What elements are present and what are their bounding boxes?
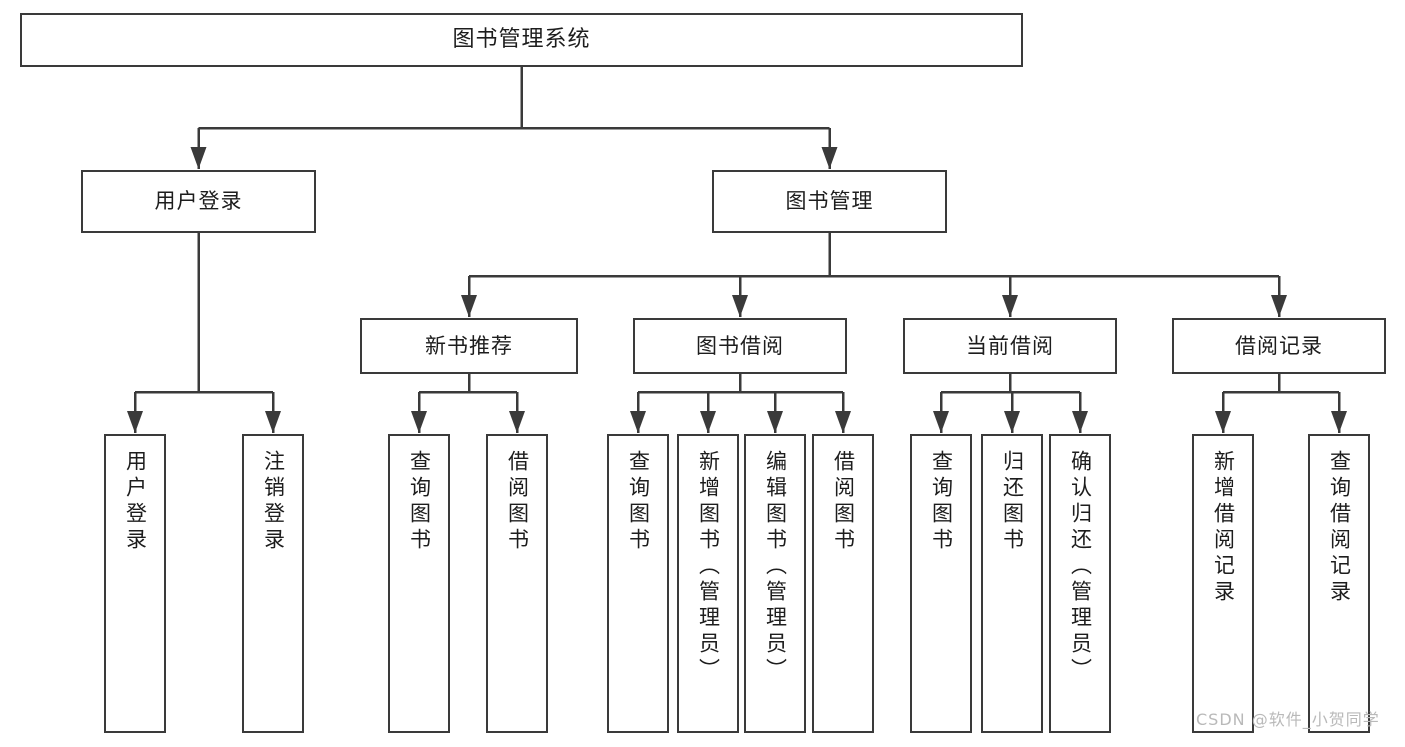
node-root[interactable]: 图书管理系统 [20,13,1023,67]
node-l3[interactable]: 查询图书 [388,434,450,733]
node-label: 图书管理 [785,189,874,214]
node-l7[interactable]: 编辑图书（管理员） [744,434,806,733]
node-label: 借阅记录 [1235,333,1323,358]
node-label: 查询图书 [626,450,651,554]
node-l4[interactable]: 借阅图书 [486,434,548,733]
node-label: 借阅图书 [831,450,856,554]
node-l5[interactable]: 查询图书 [607,434,669,733]
node-label: 新增图书（管理员） [696,450,721,684]
node-label: 当前借阅 [966,333,1054,358]
node-label: 确认归还（管理员） [1068,450,1093,684]
node-label: 查询借阅记录 [1327,450,1352,606]
node-l12[interactable]: 新增借阅记录 [1192,434,1254,733]
node-l6[interactable]: 新增图书（管理员） [677,434,739,733]
node-records[interactable]: 借阅记录 [1172,318,1386,374]
node-label: 新书推荐 [425,333,513,358]
node-borrow[interactable]: 图书借阅 [633,318,847,374]
node-current[interactable]: 当前借阅 [903,318,1117,374]
node-label: 查询图书 [929,450,954,554]
node-label: 用户登录 [154,189,243,214]
node-l9[interactable]: 查询图书 [910,434,972,733]
node-newbook[interactable]: 新书推荐 [360,318,578,374]
node-l2[interactable]: 注销登录 [242,434,304,733]
node-l8[interactable]: 借阅图书 [812,434,874,733]
node-l11[interactable]: 确认归还（管理员） [1049,434,1111,733]
node-label: 图书管理系统 [452,27,591,53]
node-l1[interactable]: 用户登录 [104,434,166,733]
node-label: 图书借阅 [696,333,784,358]
node-l13[interactable]: 查询借阅记录 [1308,434,1370,733]
node-label: 新增借阅记录 [1211,450,1236,606]
node-l10[interactable]: 归还图书 [981,434,1043,733]
node-label: 借阅图书 [505,450,530,554]
node-label: 归还图书 [1000,450,1025,554]
node-label: 用户登录 [123,450,148,554]
node-label: 注销登录 [261,450,286,554]
watermark-text: CSDN @软件_小贺同学 [1196,710,1380,729]
node-login[interactable]: 用户登录 [81,170,316,233]
node-label: 查询图书 [407,450,432,554]
node-bookmgmt[interactable]: 图书管理 [712,170,947,233]
node-label: 编辑图书（管理员） [763,450,788,684]
